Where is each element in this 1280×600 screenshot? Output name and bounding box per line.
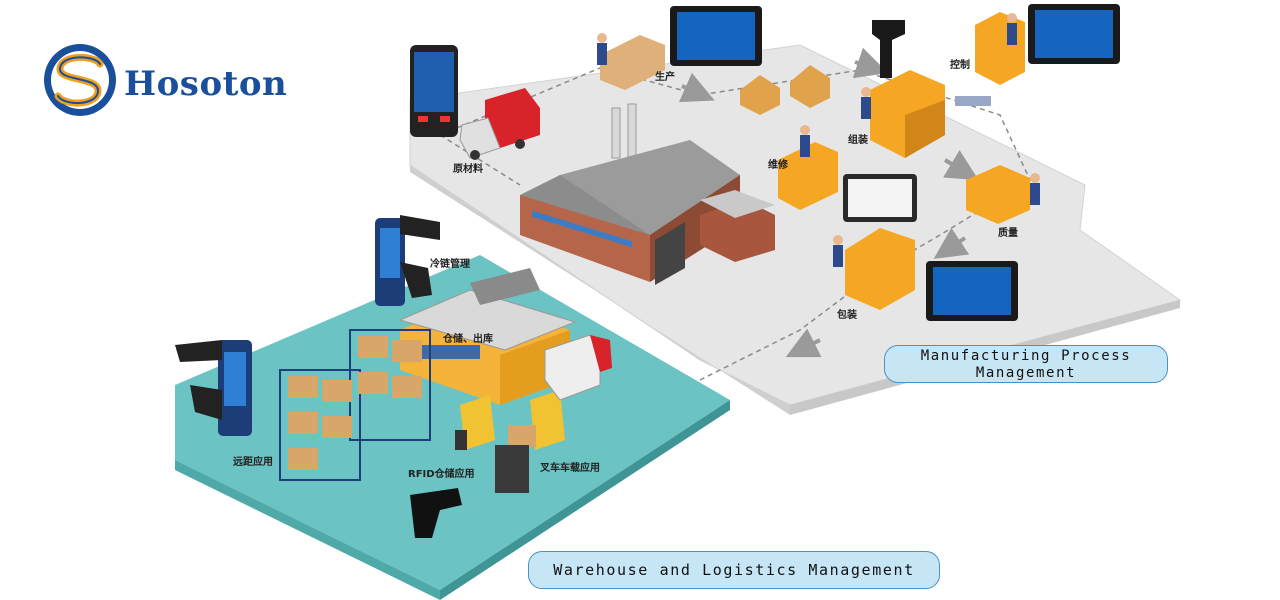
manufacturing-title-pill: Manufacturing Process Management	[884, 345, 1168, 383]
label-storage: 仓储、出库	[443, 334, 493, 345]
label-production: 生产	[655, 72, 675, 83]
truck-icon	[459, 88, 540, 160]
worker-icon	[597, 13, 1040, 267]
warehouse-title-pill: Warehouse and Logistics Management	[528, 551, 940, 589]
barcode-scanner-icon	[872, 20, 905, 78]
warehouse-icon	[398, 268, 577, 405]
factory-icon	[520, 103, 775, 285]
label-assembly: 组装	[848, 135, 868, 146]
label-long-range: 远距应用	[233, 457, 273, 468]
manufacturing-title-line2: Management	[975, 365, 1077, 381]
label-packaging: 包装	[837, 310, 857, 321]
label-maintenance: 维修	[768, 160, 788, 171]
logo-mark-icon	[44, 44, 116, 116]
label-rfid-storage: RFID仓储应用	[408, 469, 475, 480]
flow-arrow-icon	[678, 47, 979, 358]
label-quality: 质量	[998, 228, 1018, 239]
label-cold-chain: 冷链管理	[430, 259, 470, 270]
brand-name: Hosoton	[124, 64, 288, 104]
label-control: 控制	[950, 60, 970, 71]
forklift-icon	[455, 390, 565, 450]
label-forklift: 叉车车载应用	[540, 463, 600, 474]
rfid-handheld-icon	[175, 215, 529, 538]
storage-racks	[279, 329, 431, 481]
warehouse-truck-icon	[544, 334, 612, 401]
label-raw-material: 原材料	[453, 164, 483, 175]
machine-stations	[600, 12, 1030, 310]
manufacturing-title-line1: Manufacturing Process	[920, 348, 1132, 364]
handheld-device-icon	[410, 45, 458, 137]
